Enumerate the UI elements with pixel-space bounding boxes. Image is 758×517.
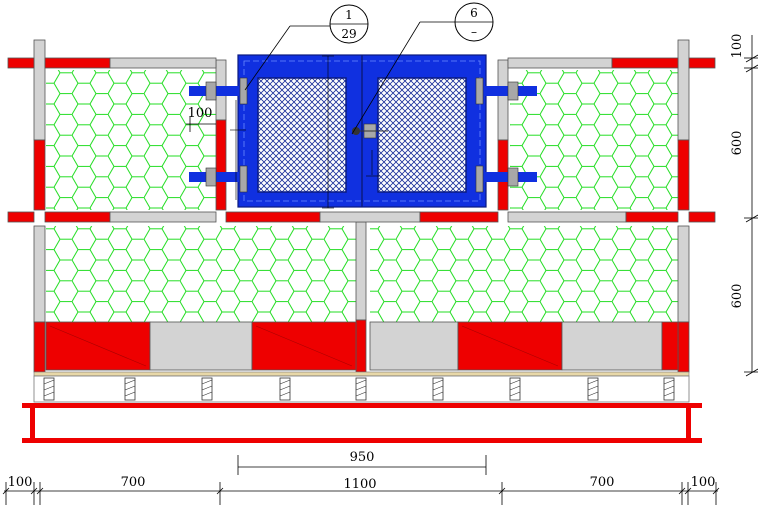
dim-right-upper: 600 — [730, 131, 745, 156]
mesh-panel-upper-left — [46, 70, 216, 210]
callout-6-bottom: – — [471, 25, 477, 39]
dim-bottom-4: 700 — [590, 475, 615, 490]
door-grille-right — [377, 77, 467, 193]
callout-1-bottom: 29 — [341, 27, 356, 41]
dim-bottom-5: 100 — [691, 475, 716, 490]
callout-6: 6 – — [351, 2, 494, 135]
mesh-panels — [46, 70, 678, 322]
post-right — [677, 39, 690, 373]
mesh-panel-lower-left — [46, 226, 356, 322]
mesh-panel-lower-right — [370, 226, 678, 322]
bolts — [43, 377, 675, 401]
dim-door-width: 950 — [350, 450, 375, 465]
right-dimensions — [744, 35, 758, 377]
bottom-dimensions — [2, 482, 720, 505]
mesh-panel-upper-right — [510, 70, 678, 210]
callout-1: 1 29 — [244, 4, 369, 91]
post-center — [355, 221, 367, 373]
middle-rail — [7, 211, 716, 223]
floor-beam — [22, 403, 702, 443]
post-door-right — [497, 59, 509, 211]
door-width-dimension — [237, 455, 487, 475]
post-left — [33, 39, 46, 373]
dim-bottom-1: 100 — [8, 475, 33, 490]
door-offset-dimension: 100 — [186, 106, 216, 132]
hinge-brackets — [189, 77, 537, 193]
toe-boards — [45, 321, 679, 371]
dim-right-lower: 600 — [730, 284, 745, 309]
top-rail — [7, 57, 716, 69]
callout-1-top: 1 — [345, 8, 353, 22]
door-grille-left — [257, 77, 347, 193]
door-assembly — [189, 54, 537, 209]
door-offset-label: 100 — [188, 106, 213, 121]
post-door-left — [215, 59, 227, 211]
dim-bottom-2: 700 — [121, 475, 146, 490]
callout-6-top: 6 — [470, 6, 478, 20]
dim-bottom-3: 1100 — [343, 477, 376, 492]
dim-right-top: 100 — [730, 34, 745, 59]
base-beam — [33, 371, 690, 403]
door-latch — [352, 123, 388, 139]
